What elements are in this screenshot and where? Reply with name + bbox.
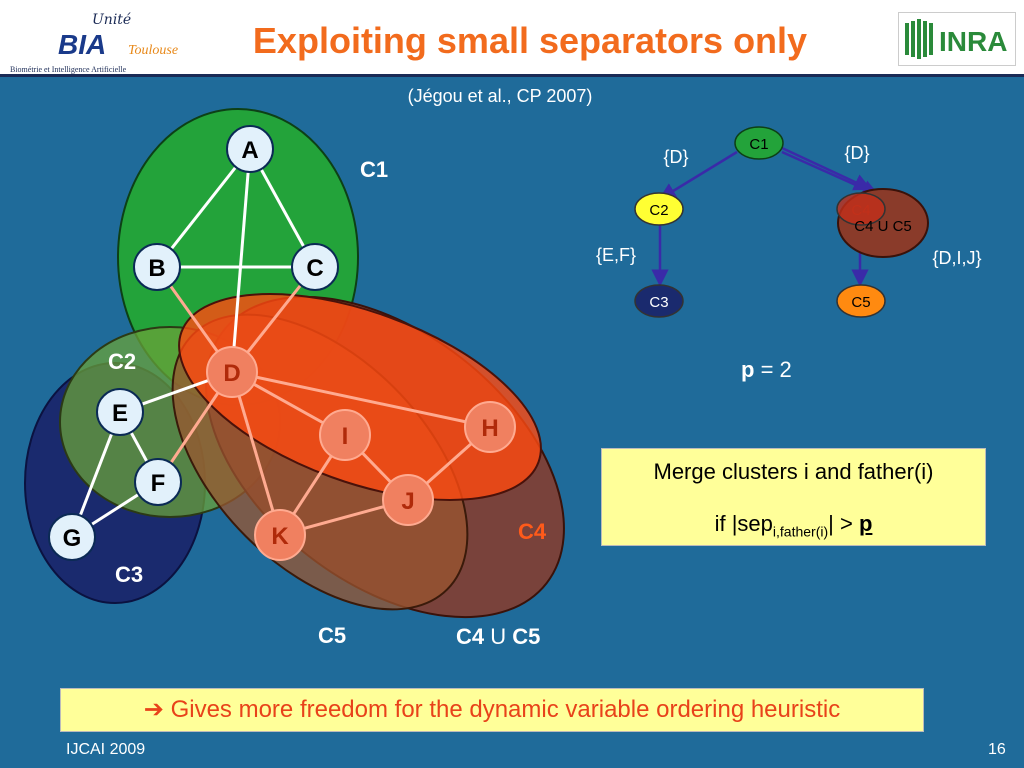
node-g: G: [48, 513, 96, 561]
logo-line1: Unité: [92, 12, 131, 28]
footer-conference: IJCAI 2009: [66, 741, 146, 758]
node-c: C: [291, 243, 339, 291]
tree-node-c4c5-label: C4 U C5: [854, 218, 912, 235]
cluster-c5-label: C5: [318, 623, 346, 648]
sep-c4-c5: {D,I,J}: [932, 248, 981, 268]
svg-text:C5: C5: [851, 294, 870, 311]
inra-stripes-icon: [905, 19, 933, 59]
rule-line2: if |sepi,father(i)| > p: [714, 511, 873, 540]
sep-c2-c3: {E,F}: [596, 245, 636, 265]
tree-node-c4: C4: [836, 192, 886, 226]
node-k: K: [254, 509, 306, 561]
sep-c1-c2: {D}: [663, 147, 688, 167]
header: Unité BIA Toulouse Biométrie et Intellig…: [0, 0, 1024, 77]
tree-edges: [651, 146, 880, 287]
node-b-label: B: [148, 255, 165, 282]
tree-node-c5: C5: [836, 284, 886, 318]
header-rule: [0, 74, 1024, 77]
node-f: F: [134, 458, 182, 506]
svg-text:C3: C3: [649, 294, 668, 311]
p-value: p = 2: [741, 357, 792, 382]
cluster-c4-label: C4: [518, 519, 547, 544]
node-f-label: F: [151, 470, 166, 497]
cluster-diagram: A B C D E F G I H J K C1 C2 C3 C4: [24, 86, 982, 649]
citation: (Jégou et al., CP 2007): [408, 86, 593, 106]
node-e-label: E: [112, 400, 128, 427]
node-a-label: A: [241, 137, 258, 164]
cluster-c4c5-label: C4 U C5: [456, 624, 540, 649]
node-a: A: [226, 125, 274, 173]
logo-suffix: Toulouse: [128, 43, 178, 58]
biia-logo: Unité BIA Toulouse Biométrie et Intellig…: [10, 12, 178, 74]
page-title: Exploiting small separators only: [252, 20, 808, 61]
node-d-label: D: [223, 360, 240, 387]
cluster-c1-label: C1: [360, 157, 388, 182]
node-j: J: [382, 474, 434, 526]
merge-rule-box: Merge clusters i and father(i) if |sepi,…: [601, 448, 986, 546]
footer-page-number: 16: [988, 741, 1006, 758]
rule-line1: Merge clusters i and father(i): [653, 459, 934, 484]
tree-node-c2: C2: [634, 192, 684, 226]
node-e: E: [96, 388, 144, 436]
node-i-label: I: [342, 423, 349, 450]
logo-brand: BIA: [58, 29, 106, 60]
bottom-note: ➔ Gives more freedom for the dynamic var…: [60, 688, 924, 732]
svg-text:C4: C4: [851, 202, 870, 219]
sep-c1-c4: {D}: [844, 143, 869, 163]
tree-node-c1: C1: [734, 126, 784, 160]
logo-tagline: Biométrie et Intelligence Artificielle: [10, 65, 127, 74]
inra-text: INRA: [939, 26, 1007, 57]
node-c-label: C: [306, 255, 323, 282]
svg-text:C2: C2: [649, 202, 668, 219]
svg-text:C1: C1: [749, 136, 768, 153]
node-h: H: [464, 401, 516, 453]
inra-logo: INRA: [898, 12, 1016, 66]
node-h-label: H: [481, 415, 498, 442]
cluster-c4-shape: [178, 293, 542, 501]
node-j-label: J: [401, 488, 414, 515]
node-i: I: [319, 409, 371, 461]
cluster-c3-label: C3: [115, 562, 143, 587]
tree-node-c3: C3: [634, 284, 684, 318]
cluster-c2-label: C2: [108, 349, 136, 374]
node-b: B: [133, 243, 181, 291]
node-k-label: K: [271, 523, 289, 550]
node-d: D: [206, 346, 258, 398]
node-g-label: G: [63, 525, 82, 552]
